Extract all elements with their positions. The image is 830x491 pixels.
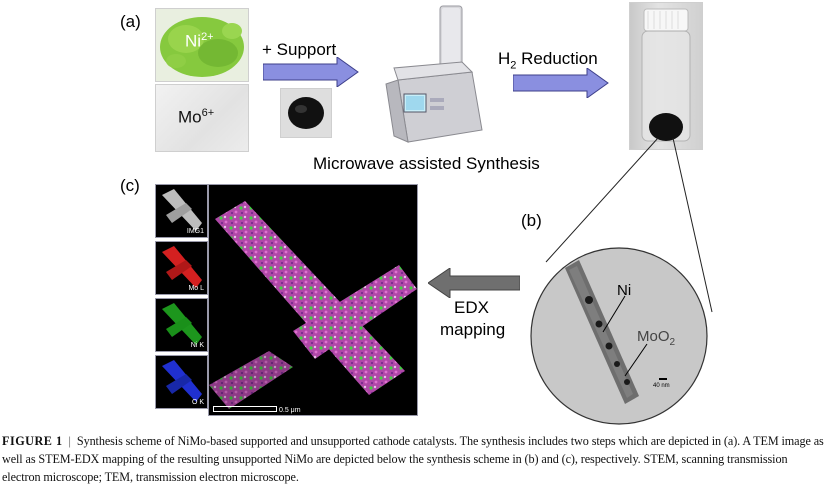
edx-map-ni: Ni K (155, 298, 208, 352)
ni-particle-label: Ni (617, 282, 632, 299)
vial-image (641, 8, 691, 142)
edx-scalebar (213, 406, 277, 412)
panel-label-a: (a) (120, 12, 141, 31)
black-powder-image (281, 89, 331, 137)
support-label: + Support (262, 40, 337, 59)
caption-text: Synthesis scheme of NiMo-based supported… (2, 434, 824, 484)
edx-composite-image (209, 201, 417, 409)
right-arrow-icon (513, 68, 609, 98)
left-arrow-icon (428, 268, 520, 298)
edx-scale-label: 0.5 μm (279, 407, 301, 414)
edx-label-line2: mapping (440, 320, 506, 339)
ni-precursor-photo: Ni2+ (155, 8, 249, 82)
tem-image-circle: Ni MoO2 40 nm (529, 246, 709, 426)
zoom-lines (545, 137, 713, 313)
panel-label-b: (b) (521, 211, 542, 230)
panel-label-c: (c) (120, 176, 140, 195)
mo-precursor-photo: Mo6+ (155, 84, 249, 152)
edx-composite-map: 0.5 μm (208, 184, 418, 416)
tem-scale-label: 40 nm (653, 383, 670, 389)
edx-map-img1: IMG1 (155, 184, 208, 238)
reduction-label: H2 Reduction (498, 49, 598, 72)
ni-powder-image (160, 17, 244, 77)
ni-ion-label: Ni2+ (185, 31, 214, 51)
edx-map-o: O K (155, 355, 208, 409)
edx-map-mo: Mo L (155, 241, 208, 295)
tem-image (530, 247, 708, 425)
microwave-device-image (380, 2, 490, 147)
moo2-label: MoO2 (637, 328, 676, 348)
figure-caption: FIGURE 1 |Synthesis scheme of NiMo-based … (2, 432, 828, 486)
caption-separator: | (68, 434, 71, 448)
edx-label-line1: EDX (454, 298, 489, 317)
support-mixture-photo (280, 88, 332, 138)
figure-label: FIGURE 1 (2, 434, 63, 448)
right-arrow-icon (263, 57, 359, 87)
mo-ion-label: Mo6+ (178, 107, 215, 127)
product-vial-photo (629, 2, 703, 150)
microwave-reactor-photo (380, 2, 490, 147)
microwave-synthesis-label: Microwave assisted Synthesis (313, 154, 540, 173)
